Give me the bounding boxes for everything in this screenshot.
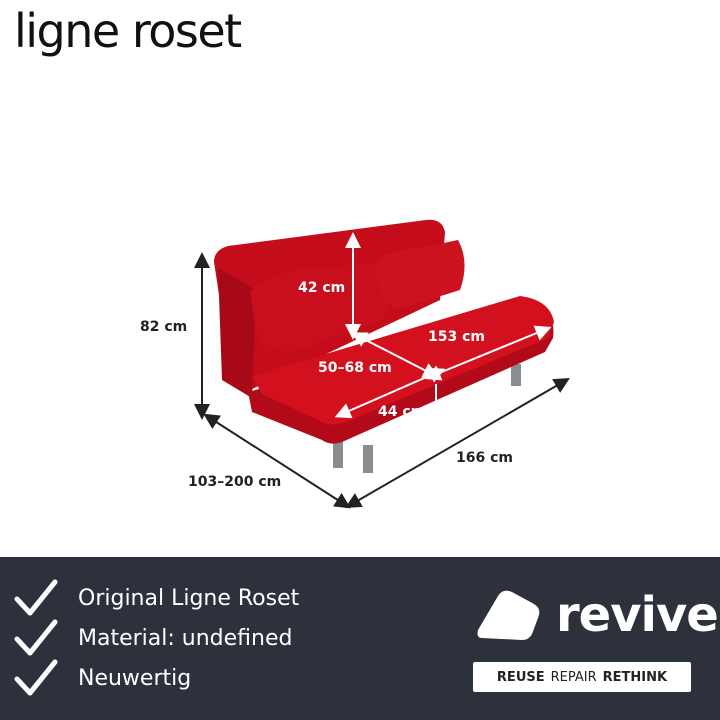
- check-icon: [14, 619, 58, 656]
- feature-item: Material: undefined: [14, 619, 292, 657]
- dimension-seat-depth: 50–68 cm: [318, 360, 392, 376]
- seller-logo: revive: [476, 587, 719, 643]
- dimension-seat-width: 153 cm: [428, 329, 485, 345]
- dimension-seat-height: 42 cm: [298, 280, 345, 296]
- check-icon: [14, 579, 58, 616]
- feature-label: Neuwertig: [78, 665, 192, 691]
- product-image: 82 cm 42 cm 153 cm 50–68 cm 44 cm 166 cm…: [140, 219, 570, 509]
- revive-icon: [477, 590, 540, 640]
- dimension-depth-total: 103–200 cm: [188, 474, 281, 490]
- dimension-seat-height-front: 44 cm: [378, 404, 425, 420]
- tagline-reuse: REUSE: [496, 669, 545, 685]
- dimension-height-total: 82 cm: [140, 319, 187, 335]
- feature-label: Material: undefined: [78, 625, 293, 651]
- info-footer: Original Ligne Roset Material: undefined…: [0, 557, 720, 720]
- check-icon: [14, 659, 58, 696]
- feature-label: Original Ligne Roset: [78, 585, 300, 611]
- dimension-width-total: 166 cm: [456, 450, 513, 466]
- feature-item: Neuwertig: [14, 659, 191, 697]
- brand-logo: ligne roset: [14, 4, 242, 58]
- tagline-rethink: RETHINK: [602, 669, 668, 685]
- tagline-repair: REPAIR: [550, 669, 597, 685]
- feature-item: Original Ligne Roset: [14, 579, 299, 617]
- seller-name: revive: [556, 587, 719, 643]
- seller-tagline: REUSE REPAIR RETHINK: [473, 662, 691, 692]
